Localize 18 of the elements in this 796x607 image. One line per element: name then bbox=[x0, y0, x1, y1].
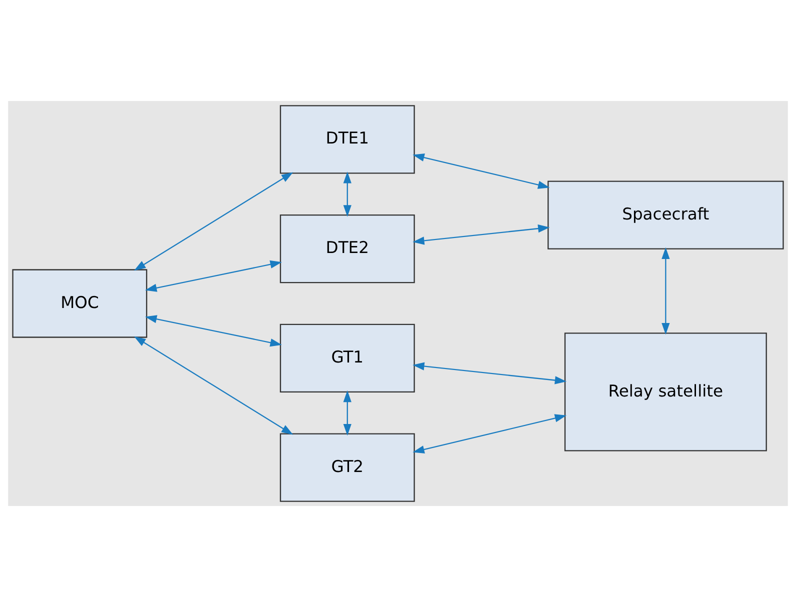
node-box: MOC bbox=[12, 269, 148, 338]
arrow bbox=[412, 224, 550, 245]
node-box: Spacecraft bbox=[548, 180, 784, 250]
arrow bbox=[662, 247, 670, 335]
arrow bbox=[145, 260, 282, 292]
node-box: GT1 bbox=[280, 324, 415, 393]
node-box: GT2 bbox=[280, 433, 415, 502]
arrow bbox=[412, 362, 567, 384]
arrow bbox=[343, 172, 352, 217]
arrow bbox=[412, 414, 566, 454]
arrow bbox=[412, 154, 550, 189]
arrow bbox=[343, 390, 352, 436]
arrow bbox=[145, 315, 282, 347]
node-box: DTE2 bbox=[280, 214, 415, 284]
node-box: DTE1 bbox=[280, 105, 415, 174]
arrow bbox=[134, 336, 294, 435]
node-box: Relay satellite bbox=[564, 332, 767, 452]
arrow bbox=[134, 172, 294, 271]
